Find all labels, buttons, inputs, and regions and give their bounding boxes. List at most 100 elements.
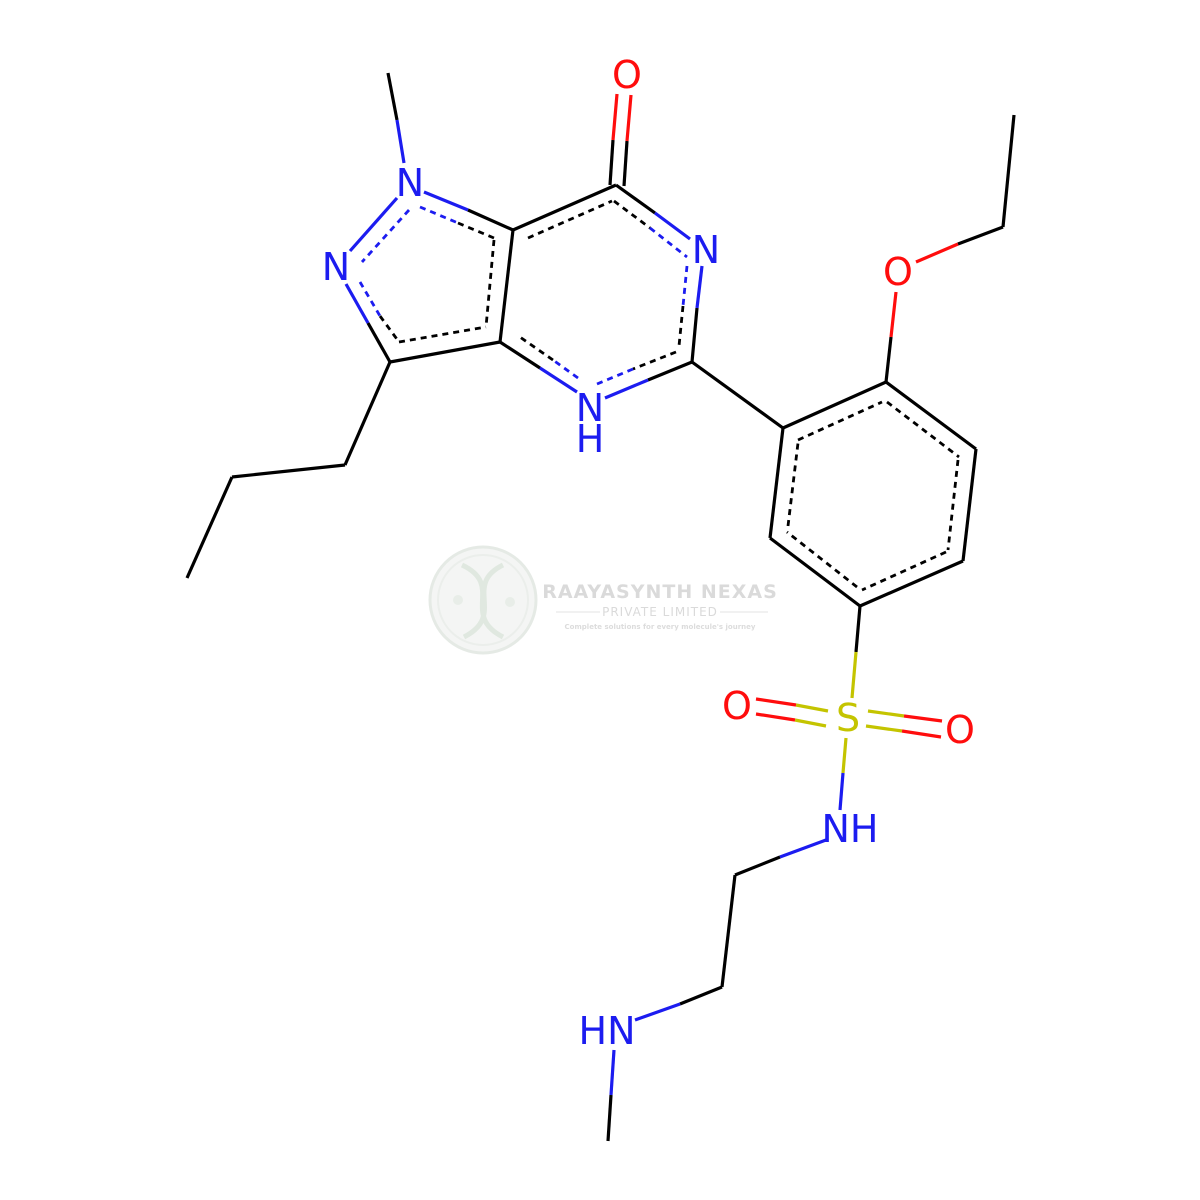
aromatic-dash xyxy=(677,305,685,347)
atom-hn-amine: HN xyxy=(579,1009,636,1053)
bond-segment xyxy=(647,360,693,382)
atom-n2: N xyxy=(322,245,350,289)
atom-o-carbonyl: O xyxy=(612,53,642,97)
aromatic-dash xyxy=(681,265,689,307)
bond-n2-c3 xyxy=(344,281,401,363)
bond-segment xyxy=(720,874,737,988)
atom-o-sulfonyl-right: O xyxy=(945,708,975,752)
aromatic-dash xyxy=(946,459,960,551)
bond-segment xyxy=(467,208,514,232)
atom-o-sulfonyl-left: O xyxy=(722,684,752,728)
bond-segment xyxy=(755,712,796,722)
bond-segment xyxy=(841,737,848,774)
aromatic-dash xyxy=(613,199,651,230)
bond-segment xyxy=(690,307,699,363)
watermark-title: RAAYASYNTH NEXAS xyxy=(542,581,778,603)
bond-segment xyxy=(609,1049,616,1096)
phenyl-ring xyxy=(768,380,978,608)
atom-n4: N xyxy=(576,386,604,430)
bond-segment xyxy=(734,855,781,877)
bond-segment xyxy=(768,427,785,539)
bond-segment xyxy=(634,1002,681,1022)
watermark-subtitle: PRIVATE LIMITED xyxy=(602,605,718,619)
bond-segment xyxy=(859,559,964,608)
bond-s-o-left-double xyxy=(755,697,829,728)
bond-n4-c3a xyxy=(499,333,579,394)
bond-segment xyxy=(512,183,617,232)
bond-segment xyxy=(366,322,392,363)
bond-n1-c7a xyxy=(419,190,514,240)
bond-segment xyxy=(782,380,887,430)
aromatic-dash xyxy=(516,333,554,362)
watermark-tagline: Complete solutions for every molecule's … xyxy=(565,623,756,631)
watermark: RAAYASYNTH NEXAS PRIVATE LIMITED Complet… xyxy=(428,545,778,655)
bond-segment xyxy=(231,463,346,479)
bond-segment xyxy=(889,291,898,338)
bond-segment xyxy=(344,283,370,324)
aromatic-dash xyxy=(886,400,960,459)
bond-segment xyxy=(615,183,656,215)
atom-o-ethoxy: O xyxy=(883,250,913,294)
bond-segment xyxy=(498,229,515,343)
watermark-logo-helix xyxy=(460,562,505,640)
bond-segment xyxy=(884,336,893,383)
bond-segment xyxy=(794,718,827,728)
bond-c3-c3a xyxy=(389,325,501,364)
bond-segment xyxy=(695,265,704,309)
bond-segment xyxy=(348,196,399,253)
bond-segment xyxy=(423,190,469,212)
aminoethyl-chain xyxy=(606,838,827,1142)
bond-segment xyxy=(606,1094,613,1142)
bond-s-nh xyxy=(838,737,848,811)
bond-c5-n4 xyxy=(596,350,693,400)
aromatic-dash xyxy=(419,205,459,225)
bond-segment xyxy=(903,714,943,723)
bond-segment xyxy=(386,72,399,121)
atom-n6: N xyxy=(692,228,720,272)
atom-s-sulfonyl: S xyxy=(836,696,860,740)
aromatic-dash xyxy=(649,226,688,259)
aromatic-dash xyxy=(632,350,677,371)
aromatic-dash xyxy=(786,442,800,527)
bond-segment xyxy=(395,119,406,164)
bond-c7-n6 xyxy=(613,183,691,259)
bond-c7a-c7 xyxy=(512,183,617,240)
aromatic-dash xyxy=(360,209,411,263)
bond-segment xyxy=(901,729,942,739)
bond-segment xyxy=(608,139,615,186)
bond-segment xyxy=(604,378,649,400)
watermark-logo-node xyxy=(505,597,515,607)
bond-segment xyxy=(611,93,619,141)
bond-c5-phenyl xyxy=(691,360,784,430)
bond-phenyl-s xyxy=(850,605,862,699)
bond-segment xyxy=(1001,114,1016,228)
bond-n1-n2 xyxy=(348,196,411,263)
bond-segment xyxy=(755,697,797,707)
bond-segment xyxy=(867,709,905,718)
bond-segment xyxy=(389,340,501,364)
bond-segment xyxy=(865,724,903,733)
bond-s-o-right-double xyxy=(865,709,943,739)
bond-segment xyxy=(850,651,858,699)
ethoxy-group xyxy=(884,114,1016,383)
bond-segment xyxy=(957,225,1004,246)
atom-n1: N xyxy=(396,161,424,205)
bond-segment xyxy=(654,211,691,241)
bond-segment xyxy=(795,703,829,713)
bond-segment xyxy=(779,838,827,859)
bond-c7a-c3a xyxy=(484,229,515,343)
bond-c7-o-double xyxy=(608,93,633,187)
atom-n4-hydrogen: H xyxy=(576,417,605,461)
aromatic-dash xyxy=(861,550,947,592)
bond-segment xyxy=(854,605,862,653)
aromatic-dash xyxy=(398,325,487,344)
bond-segment xyxy=(622,140,629,187)
watermark-logo-node xyxy=(453,595,463,605)
bond-segment xyxy=(185,476,234,579)
bond-segment xyxy=(499,340,541,370)
aromatic-dash xyxy=(552,358,579,380)
bond-segment xyxy=(625,94,633,142)
bond-segment xyxy=(885,380,977,451)
